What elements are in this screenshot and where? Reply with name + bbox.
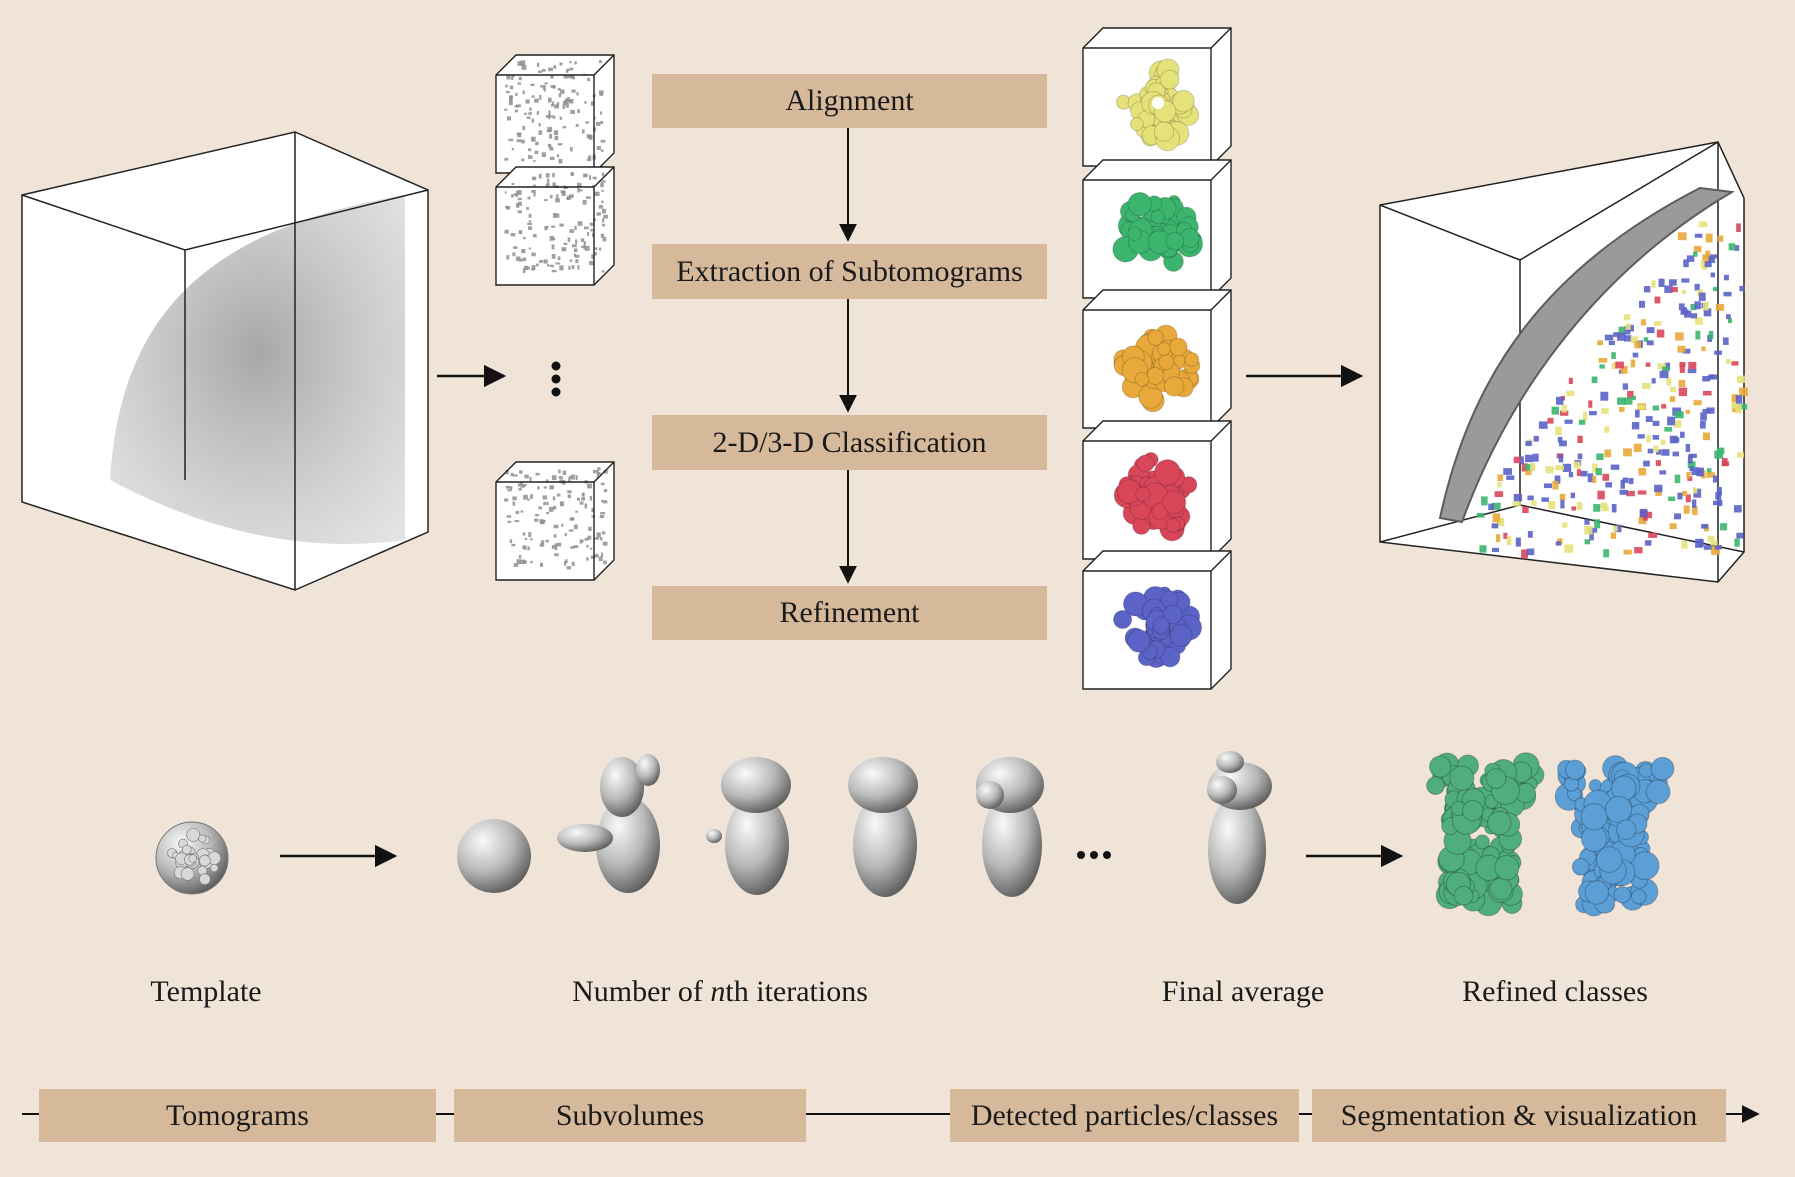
subvolume-cube-3 (495, 461, 615, 581)
caption-iterations-n: n (710, 975, 726, 1008)
class-cube-3 (1082, 289, 1232, 429)
stage-label: Tomograms (166, 1098, 309, 1132)
ellipsis-icon (1077, 851, 1111, 859)
subvolume-stack (495, 54, 615, 581)
class-cube-4 (1082, 420, 1232, 560)
caption-iterations: Number of nth iterations (572, 975, 868, 1009)
workflow-step-refinement: Refinement (652, 586, 1047, 640)
workflow-step-alignment: Alignment (652, 74, 1047, 128)
stage-detected-particles: Detected particles/classes (950, 1089, 1299, 1142)
refined-class-green (1426, 752, 1545, 917)
workflow-step-classification: 2-D/3-D Classification (652, 415, 1047, 470)
iteration-2-density (557, 754, 660, 893)
iteration-3-density (706, 757, 791, 895)
final-average-density (1207, 751, 1272, 904)
iteration-5-density (976, 757, 1044, 897)
step-label: 2-D/3-D Classification (712, 425, 987, 459)
caption-template: Template (150, 975, 262, 1008)
class-averages-column (1082, 27, 1232, 690)
step-label: Refinement (779, 596, 920, 629)
step-label: Extraction of Subtomograms (676, 254, 1023, 288)
step-label: Alignment (785, 84, 914, 117)
subvolume-cube-2 (495, 166, 615, 286)
stage-subvolumes: Subvolumes (454, 1089, 806, 1142)
ellipsis-icon (551, 361, 561, 397)
caption-final-average: Final average (1161, 975, 1325, 1008)
refined-classes-densities (1426, 752, 1675, 917)
membrane-surface (1438, 186, 1736, 524)
refined-class-blue (1554, 755, 1675, 917)
stage-segmentation: Segmentation & visualization (1312, 1089, 1726, 1142)
stage-label: Segmentation & visualization (1340, 1098, 1698, 1132)
stage-label: Detected particles/classes (970, 1098, 1279, 1132)
stage-tomograms: Tomograms (39, 1089, 436, 1142)
caption-refined-classes: Refined classes (1462, 975, 1648, 1008)
tomogram-volume (21, 131, 429, 591)
class-cube-2 (1082, 159, 1232, 299)
caption-iterations-suffix: th iterations (725, 975, 868, 1008)
template-density (155, 821, 229, 895)
iteration-4-density (848, 757, 918, 897)
iteration-1-density (457, 819, 531, 893)
subvolume-cube-1 (495, 54, 615, 174)
detected-particles (1476, 221, 1748, 559)
stage-label: Subvolumes (555, 1098, 705, 1132)
class-cube-1 (1082, 27, 1232, 167)
class-cube-5 (1082, 550, 1232, 690)
workflow-step-extraction: Extraction of Subtomograms (652, 244, 1047, 299)
tomogram-density (110, 195, 405, 544)
segmented-tomogram (1379, 141, 1748, 583)
caption-iterations-prefix: Number of (572, 975, 711, 1008)
